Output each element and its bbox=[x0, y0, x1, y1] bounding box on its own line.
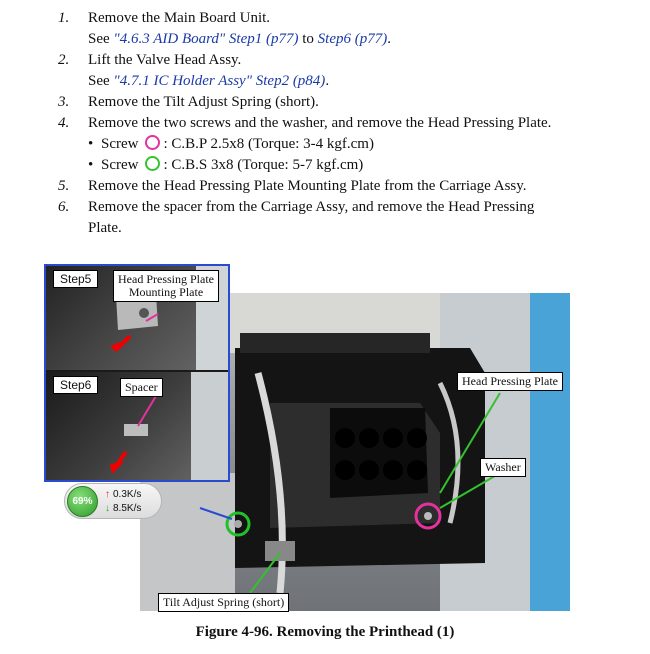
step-number: 4. bbox=[58, 115, 70, 131]
step-4: 4. Remove the two screws and the washer,… bbox=[0, 113, 650, 134]
magenta-circle-icon bbox=[144, 135, 160, 150]
callout-spacer: Spacer bbox=[120, 378, 163, 397]
step-5: 5. Remove the Head Pressing Plate Mounti… bbox=[0, 176, 650, 197]
screw-label: Screw bbox=[101, 136, 139, 152]
step-3: 3. Remove the Tilt Adjust Spring (short)… bbox=[0, 92, 650, 113]
green-circle-icon bbox=[144, 156, 160, 171]
inset-step6-tag: Step6 bbox=[53, 376, 99, 394]
screw-spec-green: • Screw: C.B.S 3x8 (Torque: 5-7 kgf.cm) bbox=[88, 156, 364, 173]
step-text-continued: Plate. bbox=[88, 220, 122, 236]
reference-link[interactable]: Step6 (p77) bbox=[317, 31, 388, 47]
step-text: Remove the Main Board Unit. bbox=[88, 10, 271, 26]
upload-arrow-icon: ↑ bbox=[105, 489, 110, 500]
procedure-steps: 1. Remove the Main Board Unit. See "4.6.… bbox=[0, 8, 650, 239]
step-number: 1. bbox=[58, 10, 70, 26]
callout-tilt-adjust-spring: Tilt Adjust Spring (short) bbox=[158, 593, 290, 612]
figure-caption: Figure 4-96. Removing the Printhead (1) bbox=[195, 624, 455, 640]
step-6: 6. Remove the spacer from the Carriage A… bbox=[0, 197, 650, 239]
step-text: Remove the spacer from the Carriage Assy… bbox=[88, 199, 535, 215]
usage-percent-badge: 69% bbox=[67, 486, 98, 517]
reference-link[interactable]: "4.6.3 AID Board" Step1 (p77) bbox=[113, 31, 299, 47]
inset-step5-tag: Step5 bbox=[53, 270, 99, 288]
step-text: Remove the Head Pressing Plate Mounting … bbox=[88, 178, 527, 194]
step-number: 6. bbox=[58, 199, 70, 215]
step-2: 2. Lift the Valve Head Assy. See "4.7.1 … bbox=[0, 50, 650, 92]
screw-spec-magenta: • Screw: C.B.P 2.5x8 (Torque: 3-4 kgf.cm… bbox=[88, 135, 374, 152]
step-number: 5. bbox=[58, 178, 70, 194]
screw-label: Screw bbox=[101, 157, 139, 173]
inset-step6-illustration bbox=[110, 372, 228, 480]
step-number: 3. bbox=[58, 94, 70, 110]
detail-inset bbox=[44, 264, 230, 482]
see-reference: See "4.6.3 AID Board" Step1 (p77) to Ste… bbox=[88, 31, 391, 47]
download-arrow-icon: ↓ bbox=[105, 503, 110, 514]
network-speed-widget[interactable]: 69% ↑0.3K/s ↓8.5K/s bbox=[64, 483, 162, 519]
see-reference: See "4.7.1 IC Holder Assy" Step2 (p84). bbox=[88, 73, 330, 89]
reference-link[interactable]: "4.7.1 IC Holder Assy" Step2 (p84) bbox=[113, 73, 326, 89]
step-text: Remove the Tilt Adjust Spring (short). bbox=[88, 94, 319, 110]
callout-washer: Washer bbox=[480, 458, 526, 477]
screw-spec: : C.B.P 2.5x8 (Torque: 3-4 kgf.cm) bbox=[163, 136, 374, 152]
download-rate: ↓8.5K/s bbox=[105, 503, 142, 514]
printhead-photo bbox=[140, 293, 570, 611]
callout-mounting-plate: Head Pressing Plate Mounting Plate bbox=[113, 270, 219, 302]
callout-head-pressing-plate: Head Pressing Plate bbox=[457, 372, 563, 391]
step-number: 2. bbox=[58, 52, 70, 68]
printhead-illustration bbox=[140, 293, 570, 611]
step-1: 1. Remove the Main Board Unit. See "4.6.… bbox=[0, 8, 650, 50]
step-text: Lift the Valve Head Assy. bbox=[88, 52, 242, 68]
upload-rate: ↑0.3K/s bbox=[105, 489, 142, 500]
screw-spec: : C.B.S 3x8 (Torque: 5-7 kgf.cm) bbox=[163, 157, 364, 173]
step-text: Remove the two screws and the washer, an… bbox=[88, 115, 552, 131]
